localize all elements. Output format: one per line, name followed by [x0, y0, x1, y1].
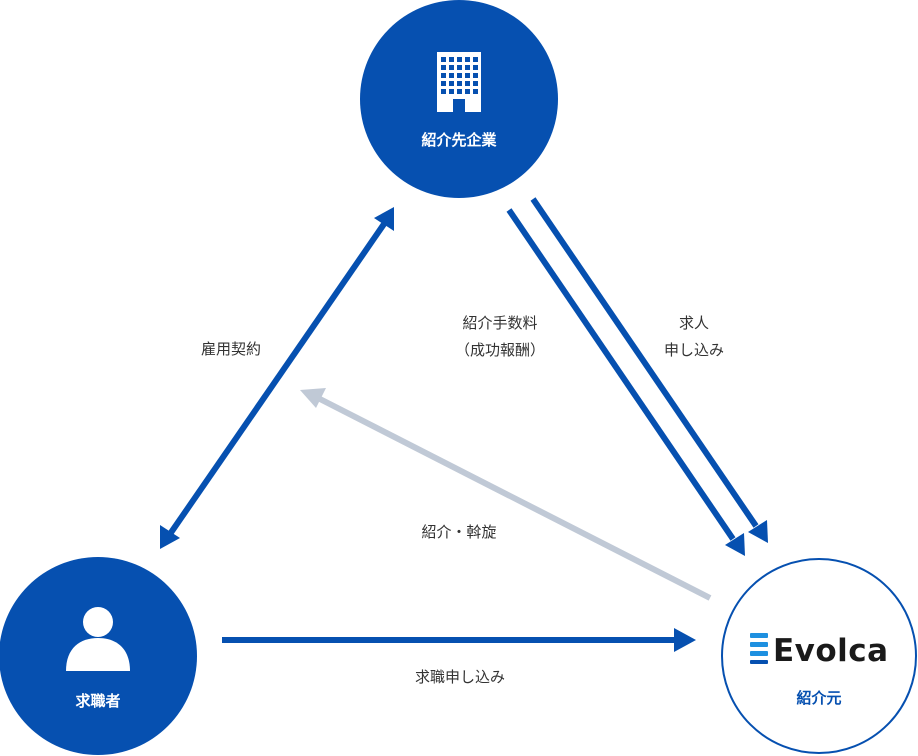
label-referral-fee-line1: 紹介手数料 — [462, 314, 537, 332]
arrow-employment-contract — [160, 207, 394, 549]
evolca-logo-text: Evolca — [773, 633, 889, 669]
label-referral-fee-line2: （成功報酬） — [455, 341, 545, 359]
node-agency-label: 紹介元 — [796, 689, 841, 707]
node-jobseeker-label: 求職者 — [75, 692, 120, 710]
office-building-icon — [437, 52, 481, 112]
label-job-posting-line2: 申し込み — [664, 341, 724, 359]
label-job-application: 求職申し込み — [415, 668, 505, 686]
node-company: 紹介先企業 — [360, 0, 558, 198]
person-icon — [66, 607, 130, 671]
evolca-logo-icon — [750, 633, 768, 664]
label-introduction: 紹介・斡旋 — [421, 523, 496, 541]
node-company-label: 紹介先企業 — [421, 131, 497, 149]
arrow-referral-fee — [506, 208, 745, 556]
label-employment-contract: 雇用契約 — [201, 340, 261, 358]
arrow-introduction — [300, 388, 712, 601]
arrow-job-posting — [530, 197, 768, 543]
node-jobseeker: 求職者 — [0, 557, 197, 755]
arrow-job-application — [222, 628, 696, 652]
node-agency: Evolca 紹介元 — [721, 558, 917, 754]
label-job-posting-line1: 求人 — [679, 314, 709, 332]
